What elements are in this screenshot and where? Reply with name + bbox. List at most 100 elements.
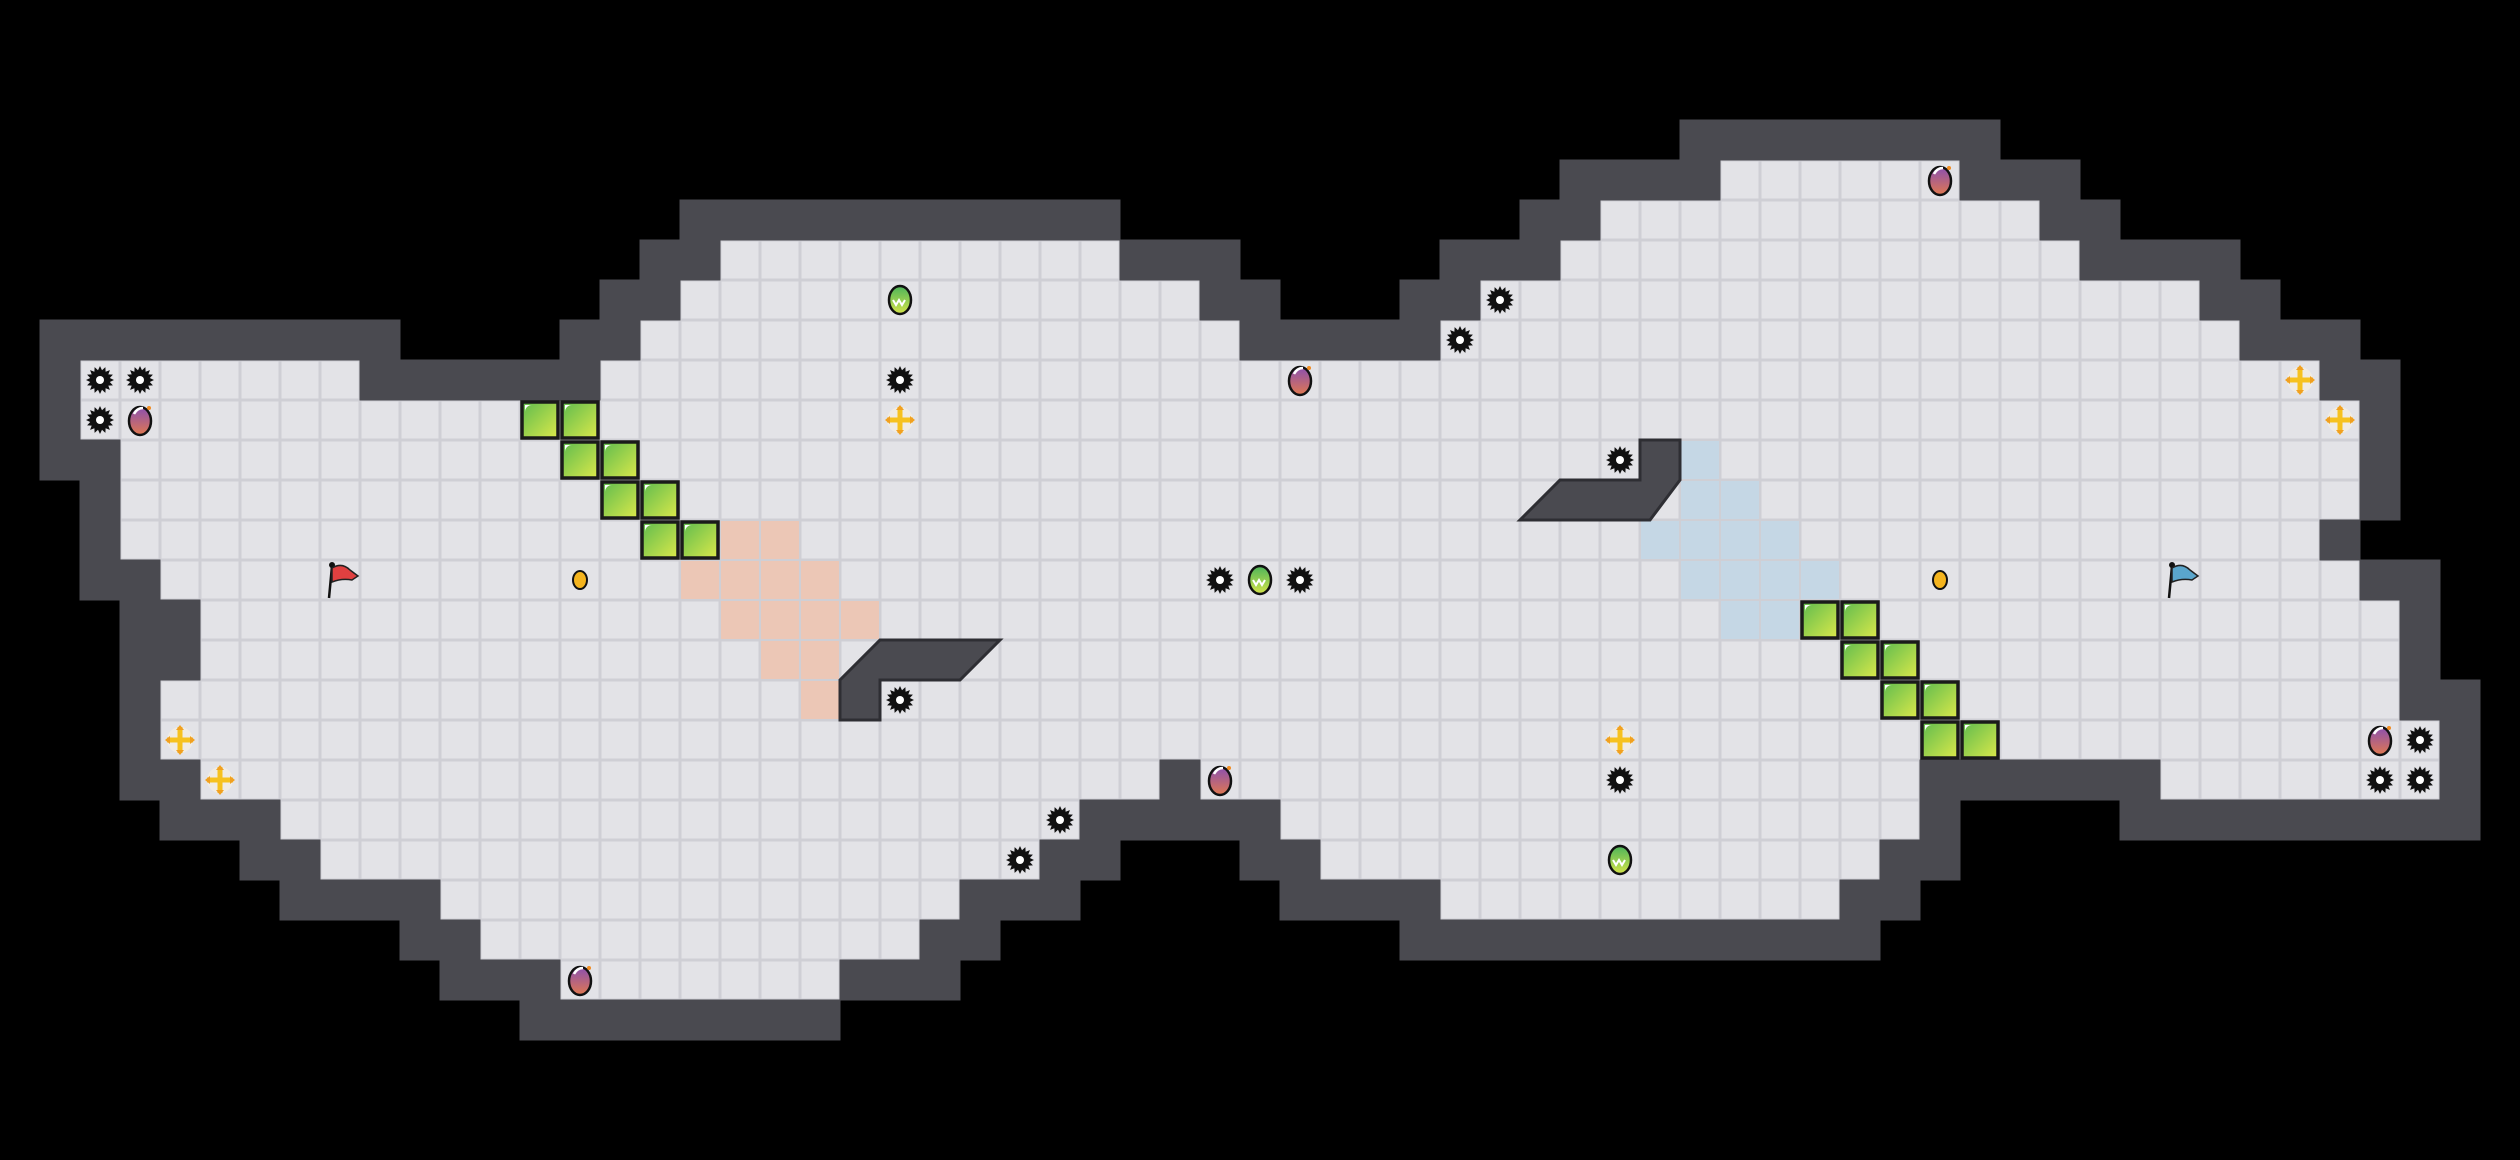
wall-tile [79,519,121,561]
wall-tile [1039,839,1081,881]
wall-tile [919,959,961,1001]
spike-icon [886,366,914,394]
wall-tile [599,999,641,1041]
blue-zone-tile [1681,441,1719,479]
wall-tile [1679,919,1721,961]
wall-tile [1719,919,1761,961]
wall-tile [1879,119,1921,161]
wall-tile [399,879,441,921]
wall-tile [119,639,161,681]
wall-tile [2079,239,2121,281]
wall-tile [1159,799,1201,841]
wall-tile [1359,319,1401,361]
red-zone-tile [721,521,759,559]
wall-tile [879,959,921,1001]
wall-tile [159,639,201,681]
wall-tile [1239,839,1281,881]
wall-tile [519,999,561,1041]
red-zone-tile [721,601,759,639]
wall-tile [1479,239,1521,281]
wall-tile [1199,799,1241,841]
bomb-icon [2367,725,2393,757]
spike-icon [1486,286,1514,314]
wall-tile [1399,919,1441,961]
wall-tile [1079,199,1121,241]
spike-icon [86,406,114,434]
blue-zone-tile [1761,521,1799,559]
spike-icon [2406,766,2434,794]
wall-tile [1679,159,1721,201]
wall-tile [1919,119,1961,161]
wall-tile [1399,879,1441,921]
wall-tile [239,319,281,361]
wall-tile [1479,919,1521,961]
bomb-icon [127,405,153,437]
wall-tile [2359,559,2401,601]
red-zone-tile [801,561,839,599]
wall-tile [439,919,481,961]
wall-tile [1799,919,1841,961]
wall-tile [1559,159,1601,201]
wall-tile [119,599,161,641]
wall-tile [1239,799,1281,841]
wall-tile [79,479,121,521]
wall-tile [2359,439,2401,481]
wall-tile [1359,879,1401,921]
wall-tile [1199,279,1241,321]
wall-tile [999,199,1041,241]
wall-tile [1679,119,1721,161]
green-block [1920,720,1960,760]
wall-tile [1079,839,1121,881]
wall-tile [1839,919,1881,961]
wall-tile [2199,239,2241,281]
wall-tile [2039,759,2081,801]
wall-tile [1879,879,1921,921]
entity-layer [86,165,2434,997]
wall-tile [1999,159,2041,201]
wall-tile [319,319,361,361]
wall-tile [639,279,681,321]
wall-tile [1039,879,1081,921]
spike-icon [1286,566,1314,594]
wall-tile [639,239,681,281]
wall-tile [2319,519,2361,561]
wall-tile [399,359,441,401]
spike-icon [1006,846,1034,874]
blue-zone-tile [1721,481,1759,519]
wall-tile [1599,919,1641,961]
wall-layer [39,119,2481,1041]
wall-tile [1959,759,2001,801]
wall-tile [1439,239,1481,281]
wall-tile [559,319,601,361]
wall-tile [559,999,601,1041]
wall-tile [1319,319,1361,361]
wall-tile [439,959,481,1001]
bomb-icon [1287,365,1313,397]
wall-tile [119,559,161,601]
wall-tile [119,719,161,761]
wall-tile [1319,879,1361,921]
wall-tile [1439,279,1481,321]
wall-tile [599,279,641,321]
wall-tile [1519,239,1561,281]
wall-tile [1279,839,1321,881]
green-block [640,520,680,560]
blue-zone-tile [1721,521,1759,559]
green-block [1880,680,1920,720]
wall-tile [1039,199,1081,241]
wall-tile [2159,239,2201,281]
red-zone-tile [761,521,799,559]
red-zone-tile [761,561,799,599]
spike-icon [1606,446,1634,474]
wall-tile [959,919,1001,961]
wall-tile [2199,799,2241,841]
green-block [600,440,640,480]
spike-icon [1606,766,1634,794]
wall-tile [1399,319,1441,361]
interior-wall [1516,438,1682,522]
red-zone-tile [801,641,839,679]
blue-zone-tile [1681,521,1719,559]
wall-tile [1839,119,1881,161]
green-block [560,400,600,440]
